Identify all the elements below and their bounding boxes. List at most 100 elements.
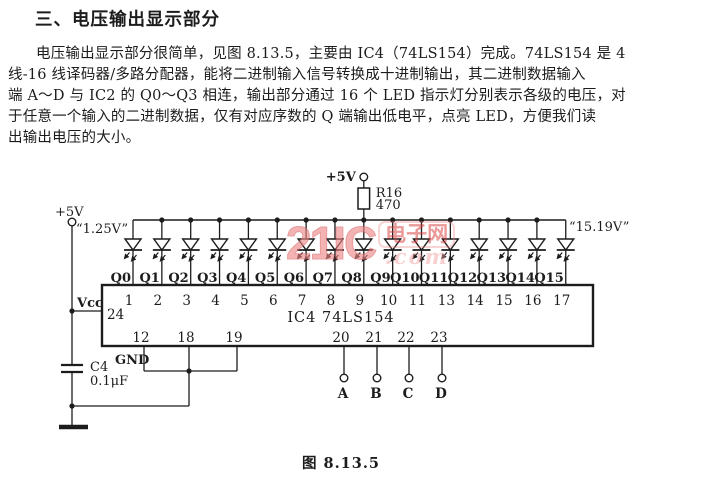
led-anode-triangle [267, 238, 287, 252]
input-terminal-d [437, 373, 447, 383]
led-anode-triangle [296, 238, 316, 252]
top-supply-terminal [359, 172, 369, 182]
pin-number: 13 [438, 293, 455, 309]
led-q4: Q45 [226, 217, 258, 309]
input-d: 23D [430, 330, 447, 402]
led-emission-arrow [505, 254, 513, 262]
pin-number: 7 [298, 293, 307, 309]
led-emission-arrow [390, 254, 397, 262]
resistor-value: 470 [376, 198, 401, 213]
pin-number-22: 22 [397, 330, 414, 346]
pin-number-23: 23 [430, 330, 447, 346]
led-emission-arrow [303, 254, 311, 262]
led-emission-arrow [534, 254, 541, 262]
led-q3: Q34 [197, 217, 229, 309]
capacitor-name: C4 [90, 360, 108, 375]
pin-number: 15 [495, 293, 512, 309]
output-label-q11: Q11 [419, 271, 448, 286]
led-emission-arrow [354, 252, 361, 260]
output-label-q10: Q10 [390, 271, 419, 286]
input-a: 20A [332, 330, 349, 402]
ic-label: IC4 74LS154 [287, 310, 394, 326]
led-emission-arrow [383, 252, 390, 260]
led-emission-arrow [210, 252, 217, 260]
led-emission-arrow [246, 254, 253, 262]
pin-number-12: 12 [132, 330, 149, 346]
led-anode-triangle [469, 238, 489, 252]
pin-number: 9 [356, 293, 365, 309]
led-emission-arrow [469, 252, 477, 260]
pin-number: 10 [380, 293, 397, 309]
last-led-voltage-note: “15.19V” [569, 220, 629, 235]
led-emission-arrow [181, 252, 188, 260]
led-q1: Q12 [139, 217, 172, 309]
junction-dot [188, 217, 194, 223]
led-anode-triangle [383, 238, 403, 252]
pin-number: 16 [524, 293, 541, 309]
led-emission-arrow [527, 252, 534, 260]
top-supply-label: +5V [326, 170, 357, 185]
gnd-label: GND [115, 353, 149, 368]
led-anode-triangle [123, 238, 143, 252]
junction-dot [534, 217, 540, 223]
pin-number: 1 [125, 293, 134, 309]
led-emission-arrow [412, 252, 419, 260]
led-anode-triangle [440, 238, 460, 252]
pin-number-20: 20 [332, 330, 349, 346]
led-emission-arrow [152, 252, 159, 260]
led-emission-arrow [159, 254, 166, 262]
led-emission-arrow [267, 252, 275, 260]
led-q7: Q78 [313, 217, 345, 309]
output-label-q8: Q8 [341, 271, 361, 286]
output-label-q3: Q3 [197, 271, 217, 286]
output-label-q0: Q0 [111, 271, 131, 286]
led-emission-arrow [448, 254, 455, 262]
pin-number: 2 [154, 293, 163, 309]
resistor-R16 [357, 187, 371, 210]
junction-dot [390, 217, 396, 223]
led-emission-arrow [217, 254, 224, 262]
led-emission-arrow [130, 254, 137, 262]
led-emission-arrow [123, 252, 130, 260]
left-supply-label: +5V [55, 205, 84, 220]
led-emission-arrow [441, 252, 448, 260]
paragraph-line: 线-16 线译码器/多路分配器，能将二进制输入信号转换成十进制输出，其二进制数据… [8, 67, 586, 83]
input-b: 21B [365, 330, 382, 402]
led-anode-triangle [152, 238, 172, 252]
junction-dot [418, 217, 425, 223]
led-emission-arrow [498, 252, 506, 260]
output-label-q6: Q6 [284, 271, 304, 286]
led-q8: Q89 [341, 217, 374, 309]
capacitor-value: 0.1μF [90, 374, 128, 389]
led-emission-arrow [419, 254, 426, 262]
led-emission-arrow [332, 254, 339, 262]
pin-number-24: 24 [107, 307, 124, 323]
input-terminal-b [372, 373, 382, 383]
paragraph-line: 于任意一个输入的二进制数据，仅有对应序数的 Q 端输出低电平，点亮 LED，方便… [8, 109, 597, 125]
output-label-q7: Q7 [313, 271, 333, 286]
led-q6: Q67 [284, 217, 316, 309]
output-label-q4: Q4 [226, 271, 246, 286]
output-label-q2: Q2 [168, 271, 188, 286]
pin-number: 17 [553, 293, 570, 309]
input-label-c: C [403, 386, 414, 402]
led-q2: Q23 [168, 217, 201, 309]
output-label-q1: Q1 [139, 271, 159, 286]
junction-dot [159, 217, 165, 223]
vcc-label: Vcc [76, 296, 103, 311]
output-label-q12: Q12 [448, 271, 477, 286]
pin-number: 11 [409, 293, 426, 309]
input-c: 22C [397, 330, 414, 402]
led-anode-triangle [239, 238, 258, 252]
pin-number: 6 [269, 293, 278, 309]
led-anode-triangle [325, 238, 345, 252]
junction-dot [361, 217, 367, 223]
led-anode-triangle [556, 238, 576, 252]
led-emission-arrow [296, 252, 304, 260]
pin-number-18: 18 [177, 330, 194, 346]
led-anode-triangle [412, 238, 431, 252]
